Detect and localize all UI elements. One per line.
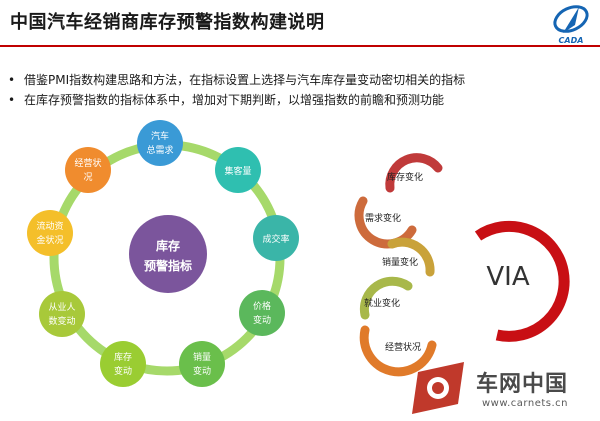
page-title: 中国汽车经销商库存预警指数构建说明 [10,12,325,33]
node-label-line2: 数变动 [48,315,75,327]
node-circle [39,291,85,337]
bullet-dot-icon: • [8,93,16,107]
center-node: 库存 预警指标 [129,215,207,293]
brand-url: www.carnets.cn [482,398,568,409]
node-label-line1: 经营状 [74,157,101,169]
bullet-text: 在库存预警指数的指标体系中，增加对下期判断，以增强指数的前瞻和预测功能 [24,93,445,107]
node-label-line1: 价格 [253,300,271,312]
cada-logo-icon: CADA [553,5,589,45]
node-circle [179,341,225,387]
cycle-label: 需求变化 [365,212,401,224]
node-label-line1: 集客量 [224,165,251,177]
node-label-line1: 销量 [193,351,211,363]
cycle-label: 销量变化 [382,256,418,268]
ring-node-conversion: 成交率 [253,215,299,261]
node-label-line2: 况 [83,172,92,183]
change-cycle: 库存变化 需求变化 销量变化 就业变化 经营状况 [354,153,443,377]
node-label-line1: 汽车 [151,130,169,142]
cycle-arrow-5 [359,325,437,377]
node-circle [65,147,111,193]
ring-node-staff: 从业人 数变动 [39,291,85,337]
via-label: VIA [486,262,529,292]
node-label-line2: 总需求 [146,144,173,156]
ring-node-operations: 经营状 况 [65,147,111,193]
node-circle [100,341,146,387]
node-label-line1: 成交率 [262,233,289,245]
node-label-line1: 从业人 [48,302,75,313]
ring-node-liquidity: 流动资 金状况 [27,210,73,256]
bullet-item: • 在库存预警指数的指标体系中，增加对下期判断，以增强指数的前瞻和预测功能 [8,90,593,110]
brand-name: 车网中国 [476,372,569,397]
via-mark: VIA [474,220,570,342]
node-circle [215,147,261,193]
ring-node-inventory: 库存 变动 [100,341,146,387]
ring-node-demand: 汽车 总需求 [137,120,183,166]
ring-node-price: 价格 变动 [239,290,285,336]
cycle-label: 经营状况 [385,341,421,353]
node-label-line2: 变动 [114,365,132,377]
title-divider [0,45,600,47]
node-label-line1: 流动资 [36,220,63,232]
node-label-line2: 变动 [193,365,211,377]
cycle-arrow-4 [359,276,413,320]
node-label-line1: 库存 [114,351,132,363]
cycle-arrow-3 [387,237,435,277]
bullet-list: • 借鉴PMI指数构建思路和方法，在指标设置上选择与汽车库存量变动密切相关的指标… [8,70,593,110]
logo-text: CADA [559,36,584,45]
node-label-line2: 金状况 [36,234,63,246]
center-label-line1: 库存 [156,238,180,253]
cycle-label: 就业变化 [364,297,400,309]
node-label-line2: 变动 [253,314,271,326]
center-circle [129,215,207,293]
bullet-text: 借鉴PMI指数构建思路和方法，在指标设置上选择与汽车库存量变动密切相关的指标 [24,73,466,87]
node-circle [253,215,299,261]
ring-node-sales: 销量 变动 [179,341,225,387]
bullet-dot-icon: • [8,73,16,87]
indicator-ring: 库存 预警指标 汽车 总需求 集客量 成交率 价格 变动 销量 变动 [27,120,299,387]
node-circle [239,290,285,336]
ring-node-traffic: 集客量 [215,147,261,193]
cycle-arrow-1 [385,153,443,193]
cycle-label: 库存变化 [387,171,423,183]
node-circle [27,210,73,256]
node-circle [137,120,183,166]
center-label-line2: 预警指标 [144,258,192,273]
carnets-logo-icon [412,362,464,414]
via-arc [474,220,570,342]
bullet-item: • 借鉴PMI指数构建思路和方法，在指标设置上选择与汽车库存量变动密切相关的指标 [8,70,593,90]
